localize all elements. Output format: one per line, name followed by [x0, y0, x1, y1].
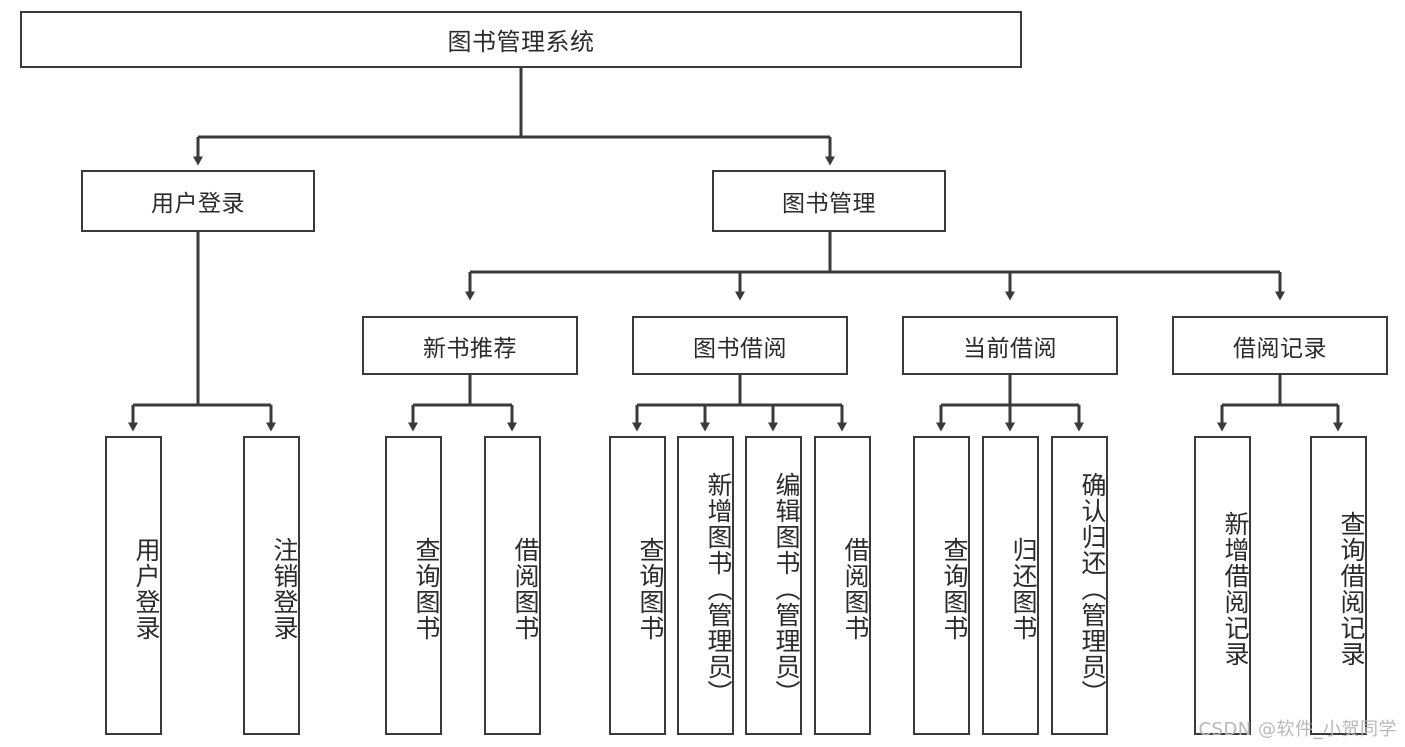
node-new-book-recommend[interactable]: 新书推荐 [362, 316, 578, 375]
leaf-confirm-return[interactable]: 确认归还（管理员） [1051, 436, 1108, 735]
leaf-query-book-2-label: 查询图书 [636, 536, 665, 641]
node-book-manage-label: 图书管理 [782, 191, 876, 217]
leaf-query-book-3-label: 查询图书 [940, 536, 969, 641]
leaf-query-book-3[interactable]: 查询图书 [913, 436, 970, 735]
leaf-edit-book[interactable]: 编辑图书（管理员） [745, 436, 802, 735]
node-current-borrow[interactable]: 当前借阅 [902, 316, 1118, 375]
node-new-book-recommend-label: 新书推荐 [423, 335, 517, 362]
leaf-user-login[interactable]: 用户登录 [105, 436, 162, 735]
leaf-edit-book-label: 编辑图书（管理员） [772, 471, 801, 706]
node-borrow-record[interactable]: 借阅记录 [1172, 316, 1388, 375]
node-current-borrow-label: 当前借阅 [963, 335, 1057, 362]
node-book-borrow-label: 图书借阅 [693, 335, 787, 362]
node-user-login-label: 用户登录 [151, 191, 245, 217]
leaf-query-book-1[interactable]: 查询图书 [385, 436, 442, 735]
node-borrow-record-label: 借阅记录 [1233, 335, 1327, 362]
node-root-label: 图书管理系统 [447, 28, 595, 56]
node-book-borrow[interactable]: 图书借阅 [632, 316, 848, 375]
leaf-user-login-label: 用户登录 [132, 536, 161, 641]
node-root[interactable]: 图书管理系统 [20, 11, 1022, 68]
leaf-return-book[interactable]: 归还图书 [982, 436, 1039, 735]
leaf-confirm-return-label: 确认归还（管理员） [1078, 471, 1107, 706]
node-book-manage[interactable]: 图书管理 [712, 170, 946, 232]
csdn-watermark: CSDN @软件_小贺同学 [1198, 719, 1397, 740]
node-user-login[interactable]: 用户登录 [81, 170, 315, 232]
leaf-query-book-2[interactable]: 查询图书 [609, 436, 666, 735]
leaf-logout-login[interactable]: 注销登录 [243, 436, 300, 735]
leaf-query-borrow-record-label: 查询借阅记录 [1337, 510, 1366, 667]
leaf-borrow-book-1[interactable]: 借阅图书 [484, 436, 541, 735]
leaf-add-book[interactable]: 新增图书（管理员） [677, 436, 734, 735]
leaf-query-book-1-label: 查询图书 [412, 536, 441, 641]
leaf-add-book-label: 新增图书（管理员） [704, 471, 733, 706]
leaf-borrow-book-2[interactable]: 借阅图书 [814, 436, 871, 735]
leaf-query-borrow-record[interactable]: 查询借阅记录 [1310, 436, 1367, 735]
leaf-logout-login-label: 注销登录 [270, 536, 299, 641]
leaf-return-book-label: 归还图书 [1009, 536, 1038, 641]
leaf-add-borrow-record[interactable]: 新增借阅记录 [1194, 436, 1251, 735]
leaf-add-borrow-record-label: 新增借阅记录 [1221, 510, 1250, 667]
leaf-borrow-book-1-label: 借阅图书 [511, 536, 540, 641]
leaf-borrow-book-2-label: 借阅图书 [841, 536, 870, 641]
